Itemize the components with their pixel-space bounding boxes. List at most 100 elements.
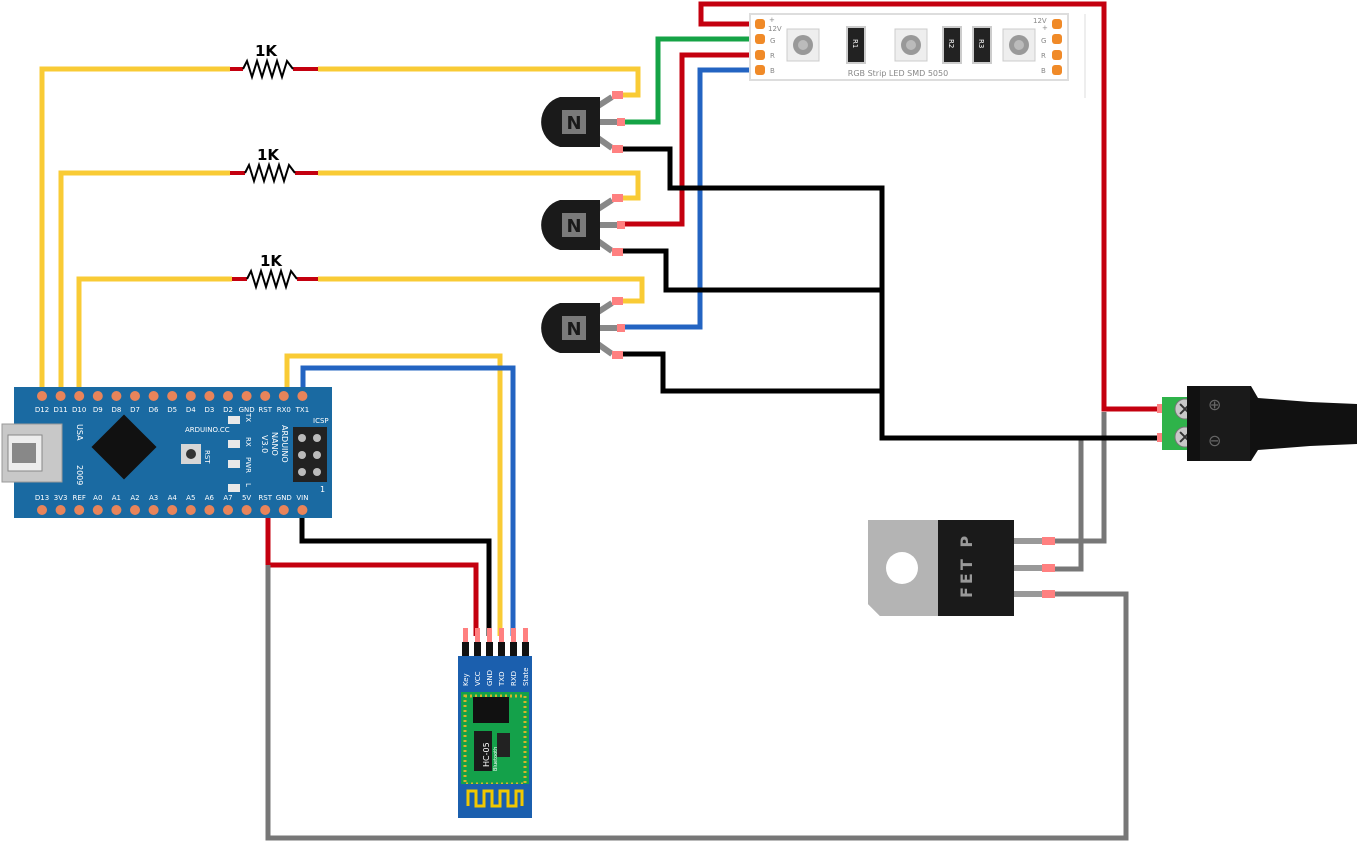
led-l-label: L	[244, 483, 252, 487]
pin-top-label-3: D9	[93, 406, 103, 414]
wire-gray-fet-1	[1055, 412, 1107, 544]
strip-left-pads	[755, 19, 765, 75]
jack-minus-label: ⊖	[1208, 431, 1221, 450]
led-pwr-label: PWR	[244, 457, 252, 473]
pin-top-d11	[55, 391, 66, 401]
pin-top-label-1: D11	[53, 406, 67, 414]
wires	[39, 1, 1162, 841]
transistor-3: N	[541, 297, 625, 359]
pin-top-label-6: D6	[149, 406, 159, 414]
brand-label: ARDUINO.CC	[185, 426, 230, 434]
pin-bottom-gnd	[278, 505, 289, 515]
mcu-chip	[91, 414, 157, 480]
led-strip: + 12V G R B 12V + G R B R1	[749, 13, 1086, 98]
bt-pin-label-3: TXD	[498, 672, 506, 687]
resistor-2-label: 1K	[257, 146, 280, 164]
pin-bottom-label-6: A3	[149, 494, 158, 502]
pin-top-label-9: D3	[204, 406, 214, 414]
pin-bottom-a5	[185, 505, 196, 515]
pin-top-label-12: RST	[258, 406, 272, 414]
wire-t1-emitter	[623, 146, 1162, 441]
strip-resistor-r1-label: R1	[851, 39, 859, 48]
bt-header-0	[462, 642, 469, 662]
led-tx-label: TX	[244, 412, 252, 422]
strip-resistor-r1: R1	[846, 26, 866, 64]
arduino-nano: RST TX RX PWR L ARDUINO.CC USA 2009 ARDU…	[1, 387, 332, 518]
bt-pin-rxd	[511, 628, 516, 642]
pin-bottom-label-5: A2	[130, 494, 139, 502]
jack-plus-label: ⊕	[1208, 395, 1221, 414]
strip-resistor-r3-label: R3	[977, 39, 985, 48]
bt-header-1	[474, 642, 481, 662]
strip-right-pads	[1052, 19, 1062, 75]
bt-header-pins	[462, 628, 529, 662]
bt-pin-label-5: State	[522, 667, 530, 686]
transistor-2-label: N	[566, 216, 581, 237]
pin-top-d2	[223, 391, 233, 401]
strip-pin-12v-left: 12V	[768, 25, 782, 33]
strip-led-2	[894, 28, 928, 62]
pin-bottom-d13	[37, 505, 47, 515]
pin-top-label-0: D12	[35, 406, 49, 414]
wire-d10-r3	[76, 276, 232, 393]
pin-top-d12	[37, 391, 47, 401]
bt-pin-gnd	[487, 628, 492, 642]
transistor-1: N	[541, 91, 625, 153]
wire-d11-r2	[58, 170, 230, 393]
bt-pin-label-4: RXD	[510, 671, 518, 686]
pin-bottom-label-13: GND	[276, 494, 292, 502]
pin-bottom-a4	[167, 505, 178, 515]
strip-plus-right: +	[1042, 24, 1048, 32]
wire-12v	[698, 1, 1162, 412]
transistor-3-label: N	[566, 319, 581, 340]
pin-bottom-label-4: A1	[112, 494, 121, 502]
pin-bottom-a3	[148, 505, 159, 515]
pin-bottom-label-11: 5V	[242, 494, 251, 502]
bt-pin-label-1: VCC	[474, 671, 482, 686]
strip-resistor-r2-label: R2	[947, 39, 955, 48]
pin-top-d6	[148, 391, 159, 401]
pin-bottom-5v	[241, 505, 252, 515]
pin-top-d10	[74, 391, 85, 401]
wire-r2-t2	[318, 170, 641, 201]
strip-pin-12v-right: 12V	[1033, 17, 1047, 25]
pin-bottom-label-1: 3V3	[54, 494, 68, 502]
pin-bottom-a6	[204, 505, 215, 515]
pin-top-d4	[185, 391, 196, 401]
strip-pin-r-right: R	[1041, 52, 1046, 60]
pin-top-label-11: GND	[239, 406, 255, 414]
pin-bottom-label-3: A0	[93, 494, 102, 502]
mosfet-label: FET P	[957, 533, 976, 598]
strip-led-3	[1002, 28, 1036, 62]
power-jack: ⊕ ⊖	[1157, 386, 1357, 461]
bt-pin-key	[463, 628, 468, 642]
bt-pin-vcc	[475, 628, 480, 642]
bt-header-4	[510, 642, 517, 662]
pin-bottom-a1	[111, 505, 122, 515]
mosfet: FET P	[868, 520, 1055, 616]
strip-plus-left: +	[769, 16, 775, 24]
bt-pin-label-0: Key	[462, 673, 470, 686]
pin-top-d9	[92, 391, 103, 401]
pin-top-d7	[130, 391, 140, 401]
pin-top-gnd	[241, 391, 252, 401]
wire-rx0-bt	[284, 353, 503, 636]
pin-bottom-rst	[260, 505, 271, 515]
bt-header-2	[486, 642, 493, 662]
bt-model-label: HC-05	[482, 742, 491, 767]
strip-pin-b-left: B	[770, 67, 775, 75]
pin-top-d8	[111, 391, 122, 401]
wire-tx1-bt	[300, 365, 516, 636]
strip-pin-b-right: B	[1041, 67, 1046, 75]
pin-bottom-vin	[297, 505, 308, 515]
resistor-3-label: 1K	[260, 252, 283, 270]
pin-top-label-2: D10	[72, 406, 86, 414]
pin-top-label-5: D7	[130, 406, 140, 414]
reset-label: RST	[203, 450, 211, 464]
wire-t1-g	[623, 36, 760, 125]
pin-top-label-7: D5	[167, 406, 177, 414]
icsp-label: ICSP	[313, 417, 329, 425]
